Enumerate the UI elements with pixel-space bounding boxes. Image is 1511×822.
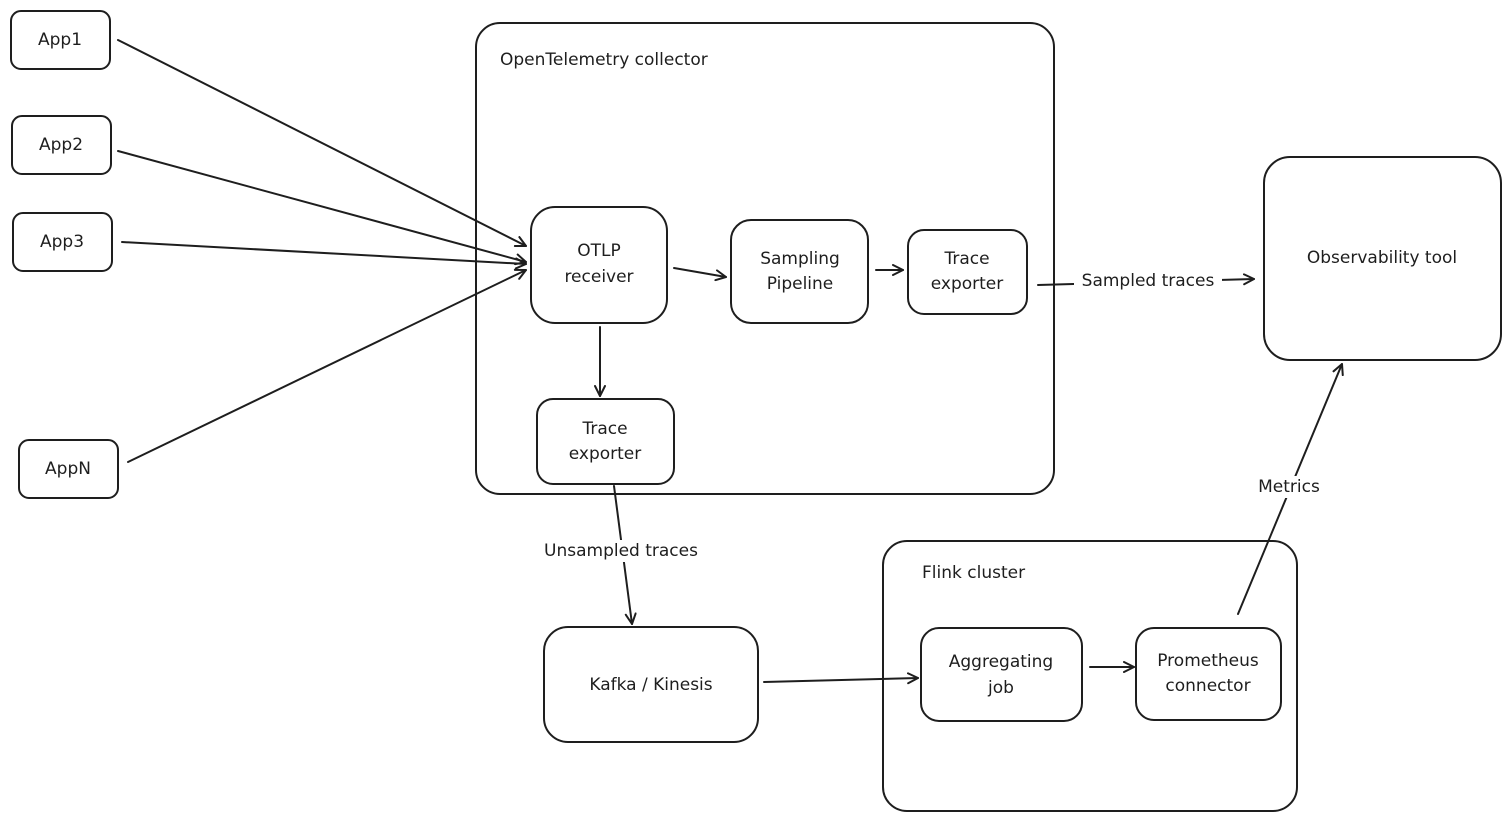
metrics-label: Metrics	[1258, 477, 1320, 497]
edge-app2-to-otlp	[117, 150, 527, 266]
sampling-pipeline-line1: Sampling	[760, 249, 840, 269]
node-app2[interactable]: App2	[11, 115, 112, 175]
trace-exporter-unsampled-line2: exporter	[569, 444, 642, 464]
node-prometheus-connector[interactable]: Prometheus connector	[1135, 627, 1282, 721]
edge-app1-to-otlp	[117, 39, 527, 247]
node-kafka-kinesis[interactable]: Kafka / Kinesis	[543, 626, 759, 743]
node-aggregating-job[interactable]: Aggregating job	[920, 627, 1083, 722]
prometheus-connector-line2: connector	[1165, 676, 1250, 696]
node-trace-exporter-sampled[interactable]: Trace exporter	[907, 229, 1028, 315]
trace-exporter-unsampled-line1: Trace	[581, 419, 627, 439]
trace-exporter-sampled-line2: exporter	[931, 274, 1004, 294]
kafka-kinesis-label: Kafka / Kinesis	[589, 675, 712, 695]
edge-otlp-to-sampling	[673, 267, 727, 282]
otel-collector-label: OpenTelemetry collector	[500, 50, 708, 70]
otlp-receiver-line1: OTLP	[577, 241, 621, 261]
observability-tool-label: Observability tool	[1307, 248, 1457, 268]
sampling-pipeline-line2: Pipeline	[767, 274, 834, 294]
node-observability-tool[interactable]: Observability tool	[1263, 156, 1502, 361]
sampled-traces-label: Sampled traces	[1082, 271, 1215, 291]
edge-kafka-to-aggregating	[763, 672, 919, 685]
node-trace-exporter-unsampled[interactable]: Trace exporter	[536, 398, 675, 485]
edge-labels: Sampled traces Unsampled traces Metrics	[536, 270, 1326, 562]
trace-exporter-sampled-line1: Trace	[943, 249, 989, 269]
prometheus-connector-line1: Prometheus	[1157, 651, 1259, 671]
node-app3-label: App3	[40, 232, 84, 252]
node-app1-label: App1	[38, 30, 82, 50]
node-appn-label: AppN	[45, 459, 91, 479]
otel-collector-group: OpenTelemetry collector	[475, 22, 1055, 495]
node-app2-label: App2	[39, 135, 83, 155]
node-sampling-pipeline[interactable]: Sampling Pipeline	[730, 219, 869, 324]
edges	[117, 39, 1344, 685]
otlp-receiver-line2: receiver	[564, 267, 633, 287]
flink-cluster-label: Flink cluster	[922, 563, 1025, 583]
node-app3[interactable]: App3	[12, 212, 113, 272]
node-appn[interactable]: AppN	[18, 439, 119, 499]
edge-app3-to-otlp	[121, 241, 527, 270]
aggregating-job-line2: job	[987, 678, 1014, 698]
aggregating-job-line1: Aggregating	[949, 652, 1053, 672]
unsampled-traces-label: Unsampled traces	[544, 541, 698, 561]
flink-cluster-group: Flink cluster	[882, 540, 1298, 812]
node-otlp-receiver[interactable]: OTLP receiver	[530, 206, 668, 324]
node-app1[interactable]: App1	[10, 10, 111, 70]
edge-appn-to-otlp	[127, 268, 527, 463]
